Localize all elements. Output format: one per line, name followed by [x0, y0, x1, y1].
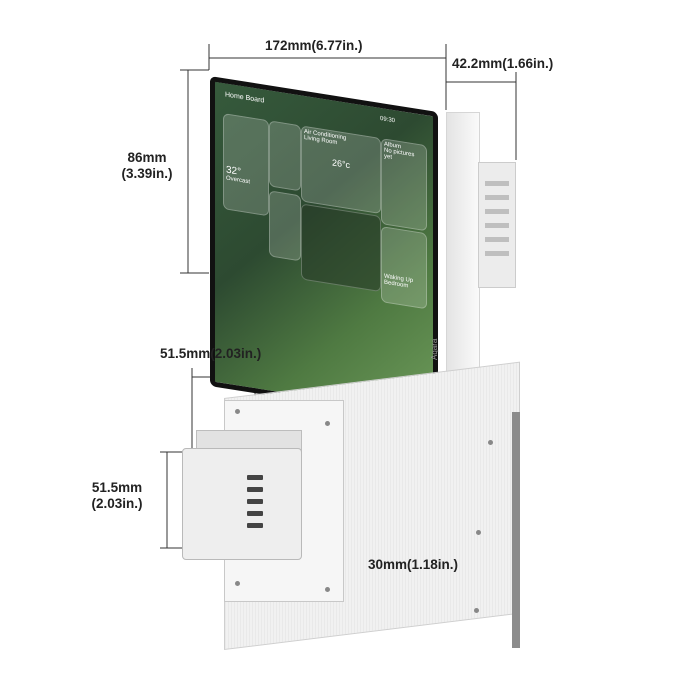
screen-title: Home Board — [225, 91, 265, 105]
back-screw-1 — [488, 440, 493, 445]
dimension-box-height-in: (2.03in.) — [91, 496, 143, 511]
panel-back-edge — [512, 412, 520, 648]
dimension-box-depth: 30mm(1.18in.) — [368, 557, 459, 572]
dimension-box-height: 51.5mm (2.03in.) — [82, 480, 152, 512]
dimension-box-width: 51.5mm(2.03in.) — [160, 346, 262, 361]
device-tile-2[interactable] — [269, 190, 301, 262]
dimension-width: 172mm(6.77in.) — [265, 38, 363, 53]
weather-tile: 32° Overcast — [223, 113, 269, 217]
brand-logo: Aqara — [430, 338, 439, 360]
ac-tile[interactable]: Air Conditioning Living Room 26°c — [301, 125, 381, 215]
dimension-height: 86mm (3.39in.) — [112, 150, 182, 182]
back-screw-2 — [476, 530, 481, 535]
rear-junction-box — [478, 162, 516, 288]
dimension-depth: 42.2mm(1.66in.) — [452, 56, 554, 71]
display-screen: Home Board 09:30 32° Overcast Air Condit… — [210, 76, 438, 423]
panel-side-edge — [446, 112, 480, 384]
junction-box — [182, 448, 302, 560]
scene-tile[interactable]: Waking Up Bedroom — [381, 226, 427, 310]
camera-tile[interactable] — [301, 203, 381, 293]
screen-time: 09:30 — [380, 115, 396, 125]
dimension-height-in: (3.39in.) — [121, 166, 173, 181]
device-tile-1[interactable] — [269, 120, 301, 192]
album-tile[interactable]: Album No pictures yet — [381, 138, 427, 232]
back-screw-3 — [474, 608, 479, 613]
ac-temp: 26°c — [331, 157, 351, 171]
dimension-box-height-mm: 51.5mm — [91, 480, 143, 495]
dimension-height-mm: 86mm — [127, 150, 167, 165]
